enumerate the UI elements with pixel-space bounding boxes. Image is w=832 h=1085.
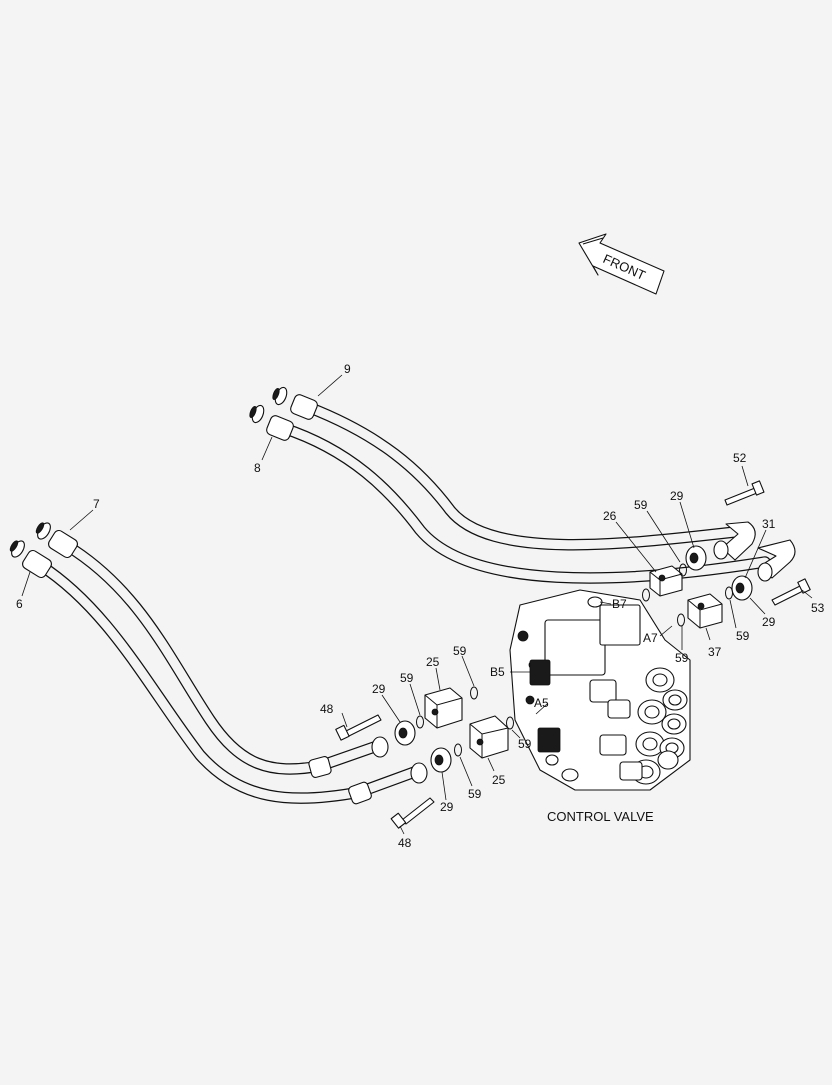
callout-59: 59 [634, 498, 648, 512]
bolt-53 [771, 578, 811, 606]
callout-29: 29 [762, 615, 776, 629]
hose-upper-pair [249, 386, 796, 584]
callout-9: 9 [344, 362, 351, 376]
callout-29: 29 [372, 682, 386, 696]
hose-6-end-fitting [9, 540, 52, 579]
hose-lower-pair [9, 522, 426, 805]
flange-block-37 [687, 593, 723, 629]
hose-upper-elbow-fittings [713, 521, 796, 582]
callout-25: 25 [426, 655, 440, 669]
callout-59: 59 [453, 644, 467, 658]
callout-59: 59 [518, 737, 532, 751]
flange-block-26 [649, 565, 683, 597]
hose-9-end-fitting [272, 386, 318, 420]
control-valve [509, 589, 691, 791]
callout-port-a7: A7 [643, 631, 658, 645]
callout-8: 8 [254, 461, 261, 475]
callout-25: 25 [492, 773, 506, 787]
callout-29: 29 [670, 489, 684, 503]
hose-lower-ferrules [308, 756, 372, 805]
o-rings-59 [416, 563, 733, 757]
callout-26: 26 [603, 509, 617, 523]
flange-block-25-upper [424, 687, 463, 729]
front-arrow: FRONT [578, 233, 665, 295]
bolt-48-upper [335, 714, 382, 741]
hose-8-end-fitting [249, 404, 294, 441]
callout-59: 59 [736, 629, 750, 643]
callout-port-a5: A5 [534, 696, 549, 710]
callout-37: 37 [708, 645, 722, 659]
control-valve-spool-caps [589, 667, 688, 785]
callout-48: 48 [398, 836, 412, 850]
callout-59: 59 [675, 651, 689, 665]
bolt-48-lower [390, 797, 435, 829]
callout-53: 53 [811, 601, 825, 615]
callout-port-b7: B7 [612, 597, 627, 611]
half-flanges-29 [371, 545, 753, 784]
control-valve-label: CONTROL VALVE [547, 809, 654, 824]
leader-lines [21, 374, 813, 835]
bolt-52 [724, 480, 765, 506]
callout-31: 31 [762, 517, 776, 531]
callout-port-b5: B5 [490, 665, 505, 679]
flange-block-25-lower [469, 715, 509, 759]
callout-59: 59 [468, 787, 482, 801]
callout-59: 59 [400, 671, 414, 685]
callout-52: 52 [733, 451, 747, 465]
callout-48: 48 [320, 702, 334, 716]
callout-6: 6 [16, 597, 23, 611]
callout-7: 7 [93, 497, 100, 511]
callout-29: 29 [440, 800, 454, 814]
callout-labels: 9 8 7 6 52 29 59 26 31 53 29 59 37 59 B7… [16, 362, 825, 850]
hose-7-end-fitting [35, 522, 78, 559]
